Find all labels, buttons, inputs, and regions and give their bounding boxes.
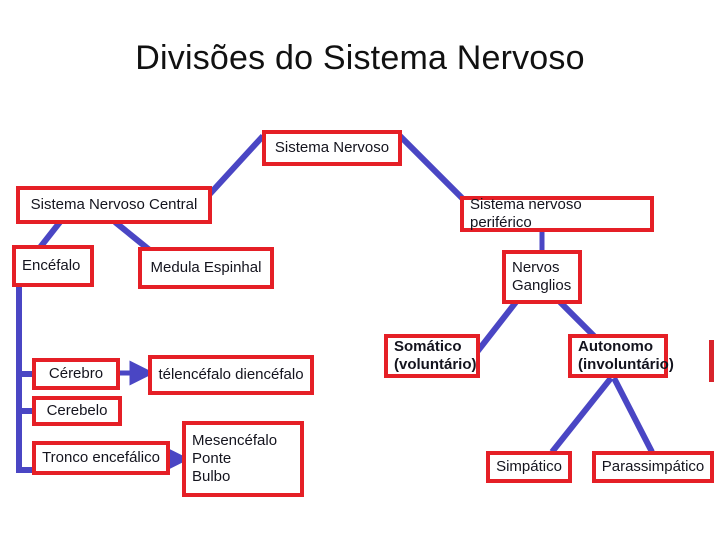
node-label: Nervos Ganglios bbox=[512, 259, 572, 294]
node-label: Cérebro bbox=[48, 365, 104, 383]
node-cerebelo[interactable]: Cerebelo bbox=[32, 396, 122, 426]
node-tronco-encefalico[interactable]: Tronco encefálico bbox=[32, 441, 170, 475]
node-simpatico[interactable]: Simpático bbox=[486, 451, 572, 483]
node-parassimpatico[interactable]: Parassimpático bbox=[592, 451, 714, 483]
node-label: Sistema Nervoso bbox=[274, 139, 390, 157]
node-sistema-nervoso-central[interactable]: Sistema Nervoso Central bbox=[16, 186, 212, 224]
node-label: Simpático bbox=[496, 458, 562, 476]
node-cerebro[interactable]: Cérebro bbox=[32, 358, 120, 390]
node-label: Encéfalo bbox=[22, 257, 81, 275]
page-title: Divisões do Sistema Nervoso bbox=[135, 39, 585, 77]
node-label: Autonomo (involuntário) bbox=[578, 338, 674, 373]
node-telencefalo-diencefalo[interactable]: télencéfalo diencéfalo bbox=[148, 355, 314, 395]
node-label: Somático (voluntário) bbox=[394, 338, 477, 373]
node-sistema-nervoso-periferico[interactable]: Sistema nervoso periférico bbox=[460, 196, 654, 232]
connector-nervos-to-somatico bbox=[474, 300, 519, 354]
connector-autonomo-to-simpatico bbox=[549, 376, 614, 454]
connector-sn-to-snc bbox=[205, 133, 266, 199]
node-sistema-nervoso[interactable]: Sistema Nervoso bbox=[262, 130, 402, 166]
node-label: Medula Espinhal bbox=[150, 259, 262, 277]
connector-autonomo-to-parassimpatico bbox=[611, 376, 655, 454]
clipped-box-edge-artifact bbox=[709, 340, 714, 382]
connector-nervos-to-autonomo bbox=[557, 299, 598, 340]
node-encefalo[interactable]: Encéfalo bbox=[12, 245, 94, 287]
node-label: Sistema Nervoso Central bbox=[30, 196, 198, 214]
connector-encefalo-trunk bbox=[16, 285, 36, 473]
node-autonomo[interactable]: Autonomo (involuntário) bbox=[568, 334, 674, 378]
node-mesencefalo-ponte-bulbo[interactable]: Mesencéfalo Ponte Bulbo bbox=[182, 421, 304, 497]
node-label: Parassimpático bbox=[601, 458, 705, 476]
connector-sn-to-snp bbox=[397, 133, 469, 205]
node-label: télencéfalo diencéfalo bbox=[158, 366, 304, 384]
node-label: Tronco encefálico bbox=[42, 449, 160, 467]
node-nervos-ganglios[interactable]: Nervos Ganglios bbox=[502, 250, 582, 304]
node-label: Cerebelo bbox=[46, 402, 108, 420]
node-medula-espinhal[interactable]: Medula Espinhal bbox=[138, 247, 274, 289]
node-label: Sistema nervoso periférico bbox=[470, 196, 582, 231]
node-somatico[interactable]: Somático (voluntário) bbox=[384, 334, 480, 378]
node-label: Mesencéfalo Ponte Bulbo bbox=[192, 432, 278, 485]
